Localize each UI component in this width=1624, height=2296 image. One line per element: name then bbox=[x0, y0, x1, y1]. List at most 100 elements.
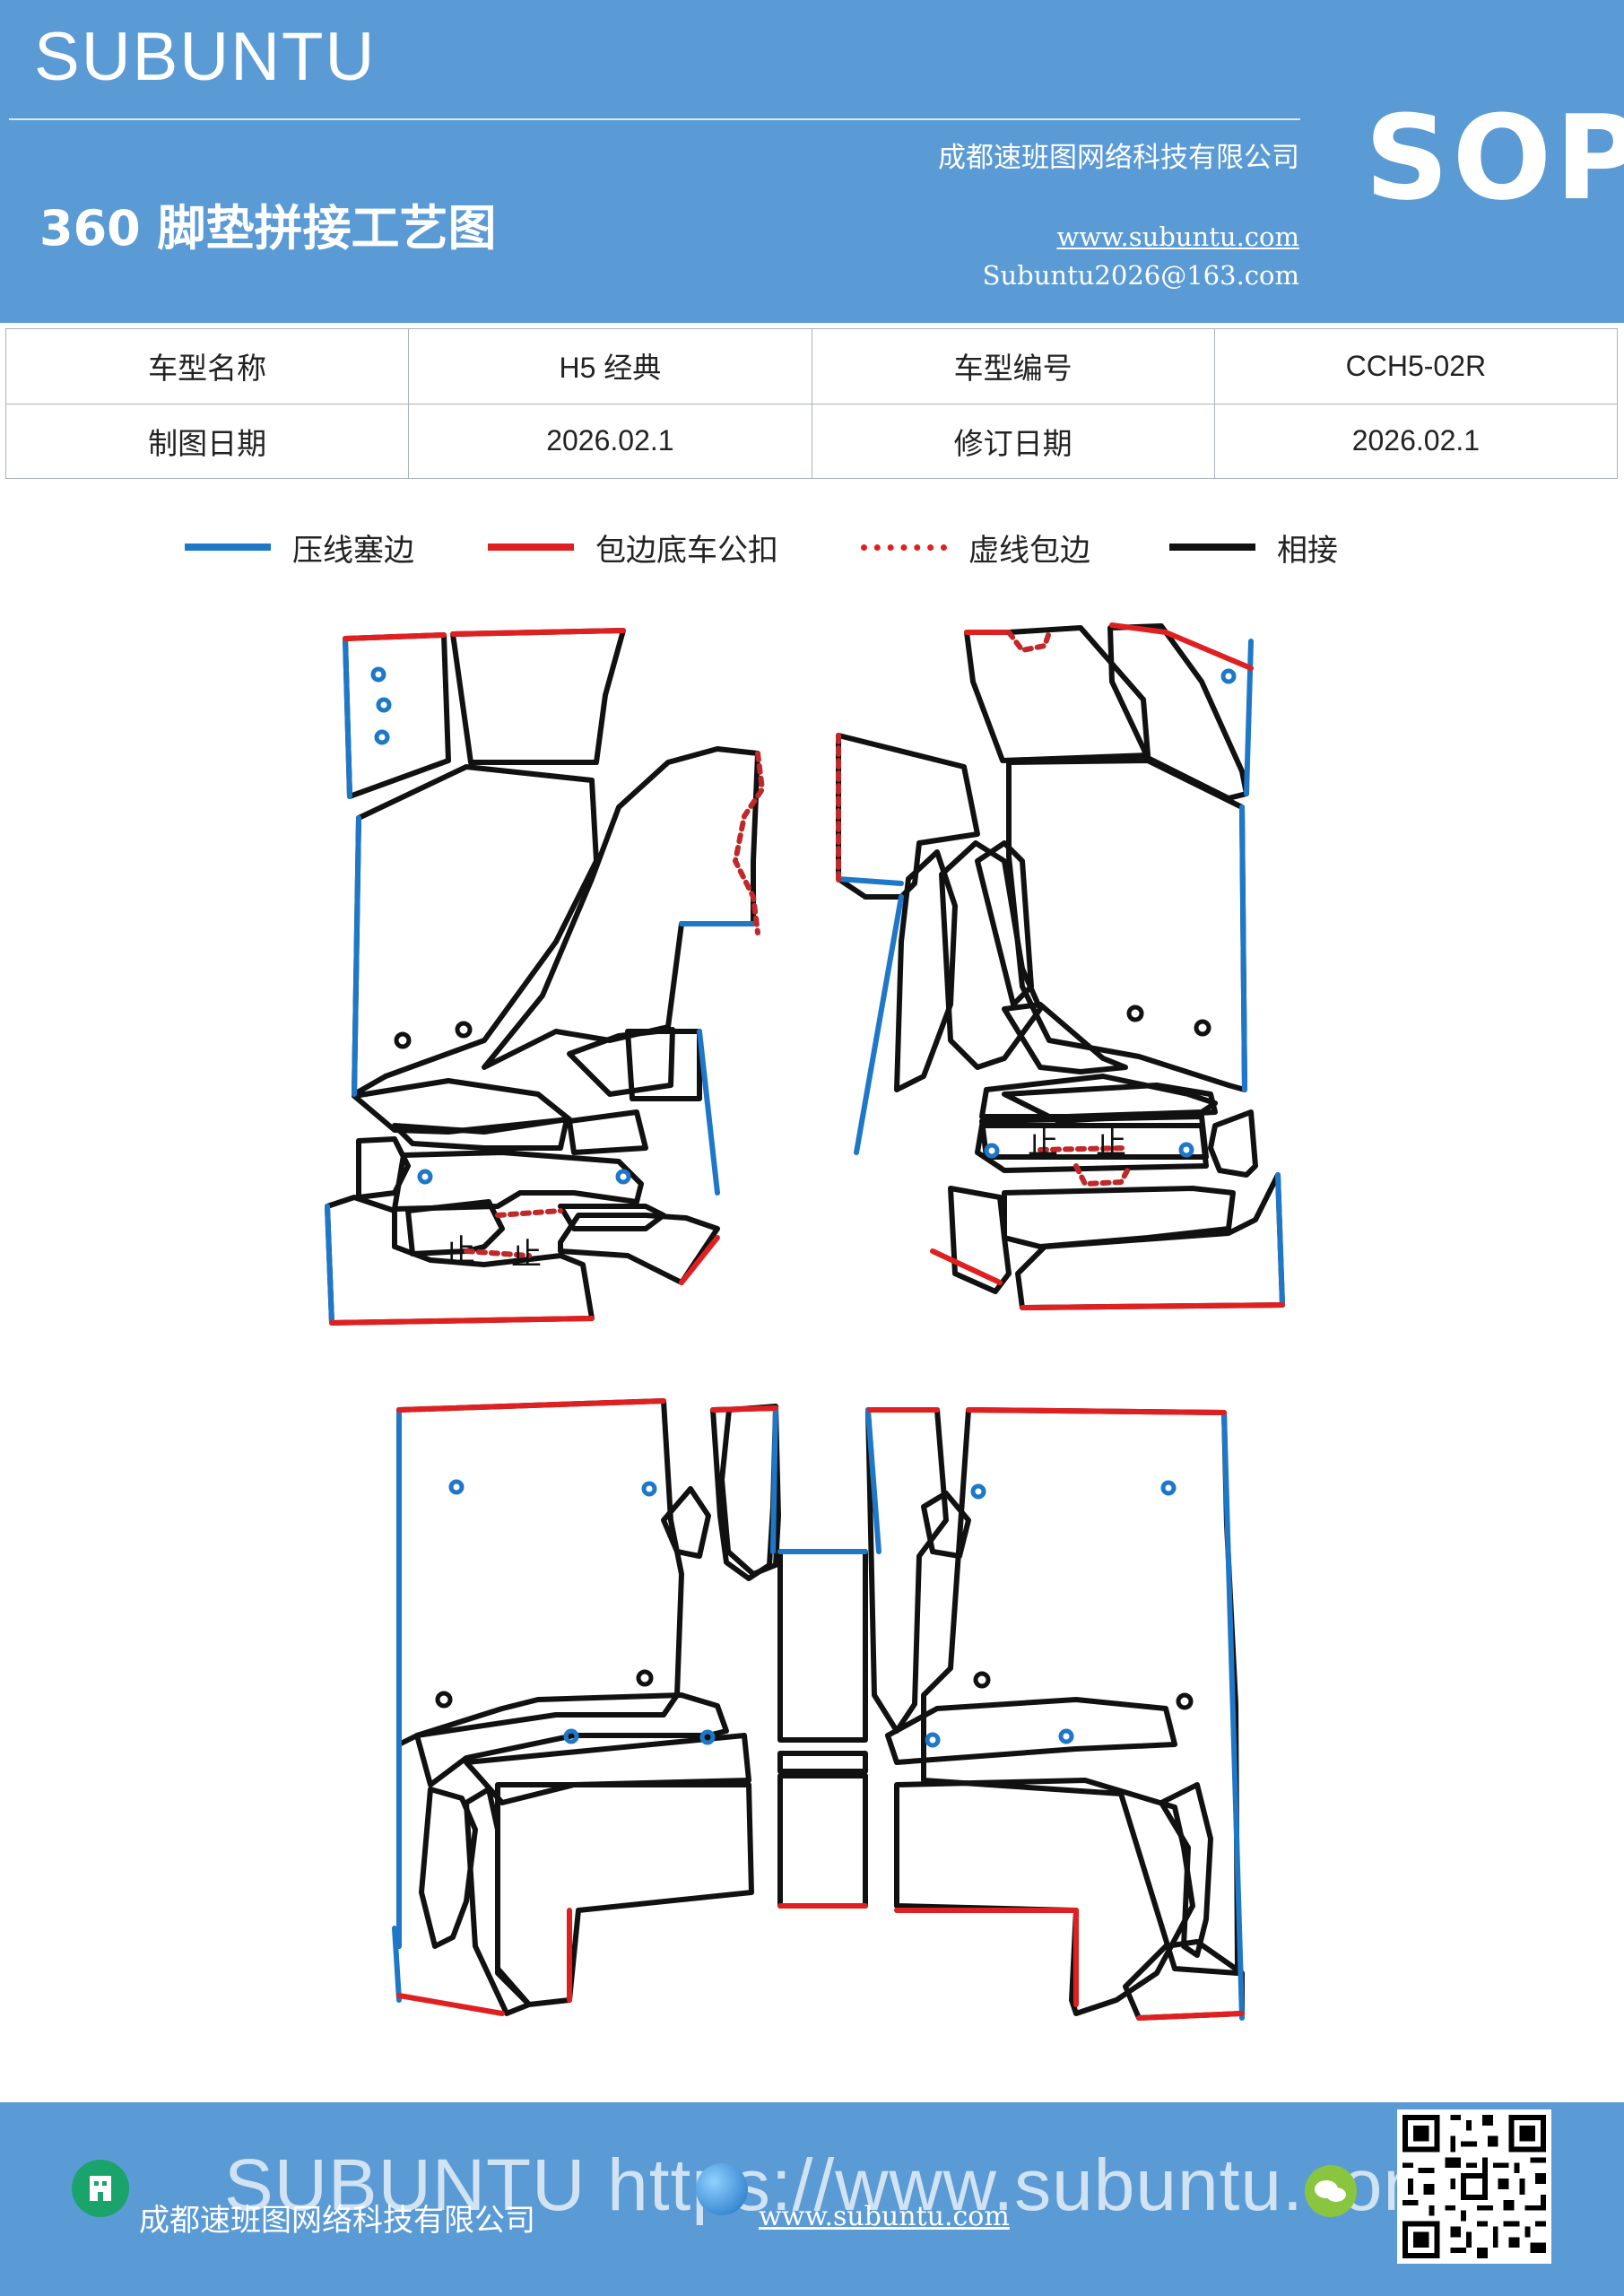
edge-red bbox=[343, 632, 447, 641]
mat-piece bbox=[885, 1697, 1177, 1765]
edge-blue bbox=[865, 1407, 881, 1554]
hole-blue bbox=[925, 1732, 941, 1748]
legend-swatch-red-dotted bbox=[861, 544, 947, 551]
hole-blue bbox=[699, 1729, 716, 1745]
sop-badge: SOP bbox=[1365, 90, 1624, 226]
mat-piece bbox=[495, 1782, 754, 2007]
hole-black bbox=[455, 1021, 473, 1039]
building-icon bbox=[72, 2160, 129, 2217]
vehicle-info-table: 车型名称 H5 经典 车型编号 CCH5-02R 制图日期 2026.02.1 … bbox=[4, 328, 1619, 479]
floor-mat-diagram: 止 止 止 止 bbox=[325, 622, 1285, 2021]
legend-swatch-blue bbox=[185, 544, 271, 551]
edge-blue bbox=[392, 1926, 402, 2003]
footer-company: 成都速班图网络科技有限公司 bbox=[139, 2203, 535, 2239]
edge-blue bbox=[1221, 1410, 1245, 2021]
hole-blue bbox=[1160, 1480, 1177, 1496]
blue-holes bbox=[370, 666, 1237, 1748]
mat-piece bbox=[414, 1692, 729, 1787]
edge-blue bbox=[854, 894, 904, 1155]
mat-piece bbox=[939, 840, 1043, 1070]
legend-item: 压线塞边 bbox=[185, 520, 414, 574]
line-legend: 压线塞边 包边底车公扣 虚线包边 相接 bbox=[0, 520, 1624, 574]
legend-swatch-black bbox=[1169, 544, 1255, 551]
mat-piece bbox=[836, 733, 980, 900]
press-in-edges-blue bbox=[325, 636, 1285, 2021]
table-cell: H5 经典 bbox=[408, 328, 812, 404]
edge-red bbox=[679, 1235, 720, 1285]
footer-website-link[interactable]: www.subuntu.com bbox=[759, 2201, 1010, 2232]
mat-piece bbox=[964, 625, 1151, 763]
edge-red bbox=[396, 1398, 666, 1413]
edge-dotted bbox=[1073, 1163, 1133, 1187]
hole-blue bbox=[970, 1483, 986, 1500]
mat-piece bbox=[567, 1027, 675, 1097]
hole-blue bbox=[615, 1169, 631, 1185]
mat-piece bbox=[392, 1117, 569, 1151]
mat-piece bbox=[464, 1733, 751, 1805]
hole-black bbox=[636, 1669, 654, 1687]
mat-piece bbox=[1002, 1002, 1128, 1074]
edge-blue bbox=[1239, 804, 1247, 1092]
legend-label: 压线塞边 bbox=[292, 532, 414, 569]
mat-piece bbox=[392, 1150, 644, 1212]
edge-red bbox=[1136, 2011, 1245, 2021]
hole-blue bbox=[563, 1728, 579, 1744]
header-divider bbox=[9, 118, 1300, 120]
edge-blue bbox=[325, 1204, 334, 1326]
mat-piece bbox=[975, 840, 1034, 1007]
edge-dotted bbox=[733, 751, 765, 935]
table-cell: CCH5-02R bbox=[1213, 328, 1619, 404]
edge-red bbox=[710, 1405, 778, 1413]
table-cell: 2026.02.1 bbox=[1213, 403, 1619, 479]
mat-piece bbox=[343, 632, 451, 799]
edge-dotted bbox=[495, 1208, 563, 1218]
edge-blue bbox=[343, 636, 352, 799]
stop-marks: 止 止 止 止 bbox=[445, 1126, 1126, 1273]
hole-black bbox=[1194, 1019, 1211, 1037]
dotted-binding-edges bbox=[464, 630, 1133, 1258]
wechat-icon bbox=[1305, 2165, 1357, 2217]
edge-red bbox=[329, 1316, 595, 1326]
mat-piece bbox=[921, 1491, 971, 1559]
table-cell: 制图日期 bbox=[4, 403, 410, 479]
hole-blue bbox=[1058, 1728, 1074, 1744]
hole-blue bbox=[374, 729, 390, 745]
legend-label: 虚线包边 bbox=[968, 532, 1090, 569]
hole-blue bbox=[1220, 668, 1237, 684]
legend-swatch-red bbox=[488, 544, 574, 551]
legend-label: 相接 bbox=[1277, 532, 1338, 569]
hole-blue bbox=[417, 1169, 433, 1185]
edge-red bbox=[1109, 622, 1254, 671]
mat-piece bbox=[558, 1213, 720, 1285]
edge-dotted bbox=[464, 1248, 532, 1258]
header-email[interactable]: Subuntu2026@163.com bbox=[982, 260, 1299, 291]
mat-piece bbox=[894, 849, 958, 1092]
table-cell: 修订日期 bbox=[811, 403, 1215, 479]
page-footer: SUBUNTU https://www.subuntu.com 成都速班图网络科… bbox=[0, 2102, 1624, 2296]
edge-blue bbox=[770, 1405, 778, 1554]
mat-piece bbox=[777, 1549, 868, 1743]
mat-piece bbox=[625, 1029, 702, 1101]
mat-piece bbox=[1002, 1083, 1218, 1124]
header-website-link[interactable]: www.subuntu.com bbox=[1056, 222, 1299, 252]
hole-blue bbox=[448, 1479, 465, 1495]
footer-watermark: SUBUNTU https://www.subuntu.com bbox=[224, 2144, 1446, 2226]
mat-piece bbox=[1015, 1172, 1285, 1310]
stop-mark-label: 止 bbox=[445, 1233, 475, 1269]
hole-black bbox=[435, 1691, 453, 1709]
legend-item: 虚线包边 bbox=[861, 520, 1090, 574]
edge-red bbox=[450, 628, 626, 637]
hole-blue bbox=[376, 697, 392, 713]
stop-mark-label: 止 bbox=[1028, 1126, 1058, 1161]
brand-name: SUBUNTU bbox=[34, 19, 377, 95]
edge-red bbox=[930, 1248, 1003, 1285]
hole-blue bbox=[984, 1143, 1000, 1159]
mat-piece bbox=[777, 1751, 868, 1774]
edge-red bbox=[396, 1993, 505, 2016]
mat-piece bbox=[865, 1407, 949, 1734]
mat-piece bbox=[979, 1074, 1218, 1119]
table-cell: 车型名称 bbox=[4, 328, 410, 404]
mat-piece bbox=[661, 1486, 711, 1559]
table-cell: 2026.02.1 bbox=[408, 403, 812, 479]
hole-blue bbox=[370, 666, 386, 683]
